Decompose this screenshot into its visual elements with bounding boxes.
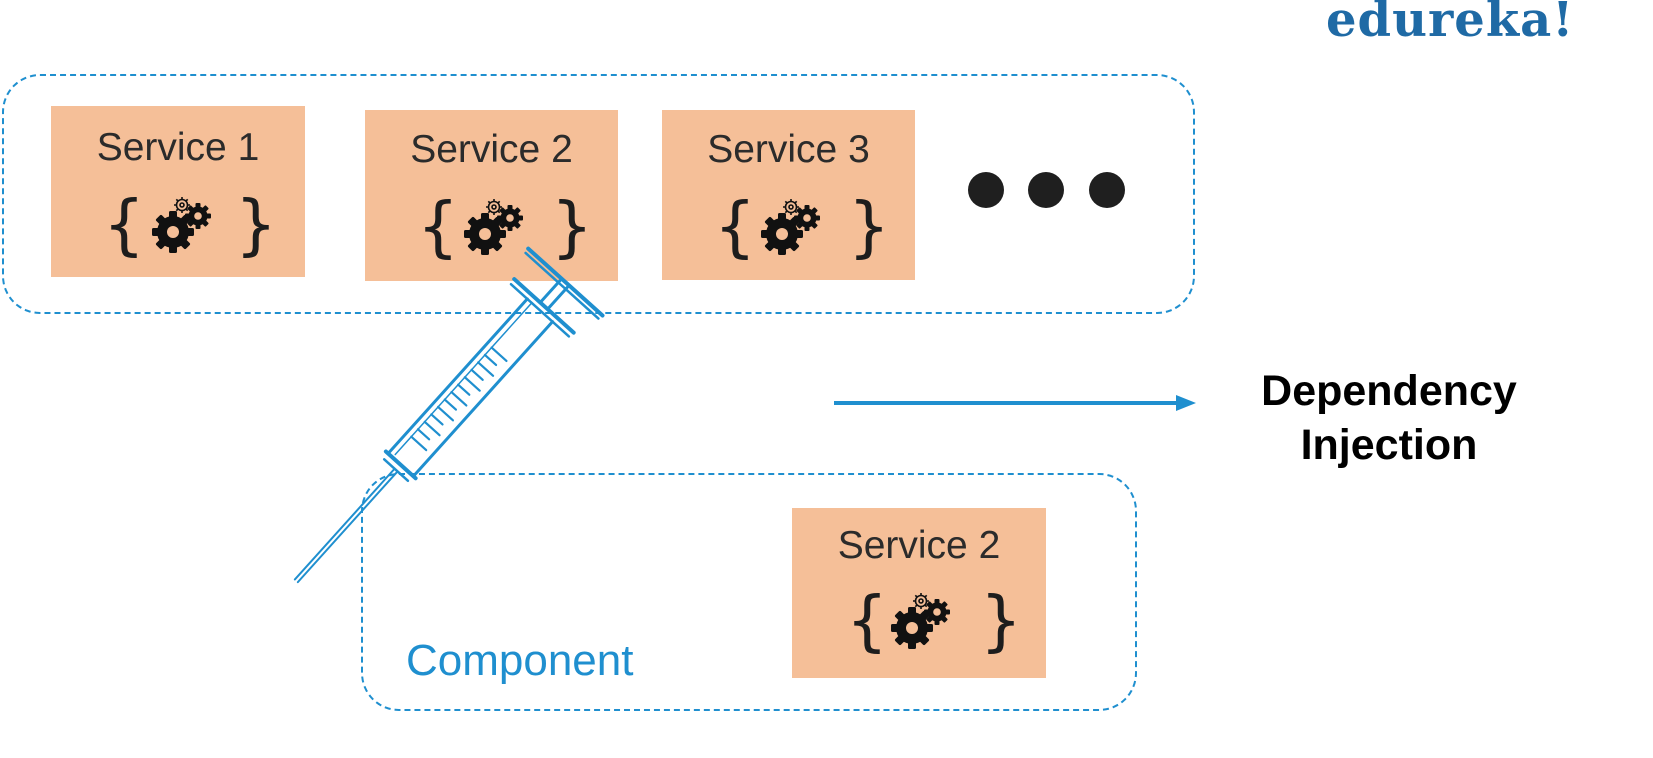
left-brace-icon: { xyxy=(417,188,459,265)
dot xyxy=(1028,172,1064,208)
right-brace-icon: } xyxy=(235,186,277,263)
service-1-box: Service 1 { xyxy=(51,106,305,277)
left-brace-icon: { xyxy=(846,582,888,659)
service-2-label: Service 2 xyxy=(410,128,573,171)
left-brace-icon: { xyxy=(714,188,756,265)
title-line-1: Dependency xyxy=(1261,367,1517,415)
service-1-label: Service 1 xyxy=(96,126,260,169)
gears-icon xyxy=(461,194,531,258)
right-brace-icon: } xyxy=(848,188,890,265)
more-services-ellipsis-icon xyxy=(966,172,1131,212)
dot xyxy=(1089,172,1125,208)
gears-icon xyxy=(888,588,958,652)
component-service-2-box: Service 2 { xyxy=(792,508,1046,678)
diagram-title: Dependency Injection xyxy=(1224,364,1554,472)
component-container xyxy=(361,473,1137,711)
right-brace-icon: } xyxy=(551,188,593,265)
right-brace-icon: } xyxy=(980,582,1022,659)
title-line-2: Injection xyxy=(1300,421,1478,469)
edureka-logo: edureka! xyxy=(1326,0,1575,48)
service-2-box: Service 2 { xyxy=(365,110,618,281)
gears-icon xyxy=(758,194,828,258)
dot xyxy=(968,172,1004,208)
syringe-icon xyxy=(293,246,605,584)
left-brace-icon: { xyxy=(103,186,145,263)
service-3-box: Service 3 { xyxy=(662,110,915,280)
service-3-label: Service 3 xyxy=(707,128,870,171)
component-service-2-label: Service 2 xyxy=(837,524,1001,567)
component-label: Component xyxy=(406,636,634,685)
gears-icon xyxy=(149,192,219,256)
arrow-icon xyxy=(834,395,1196,411)
